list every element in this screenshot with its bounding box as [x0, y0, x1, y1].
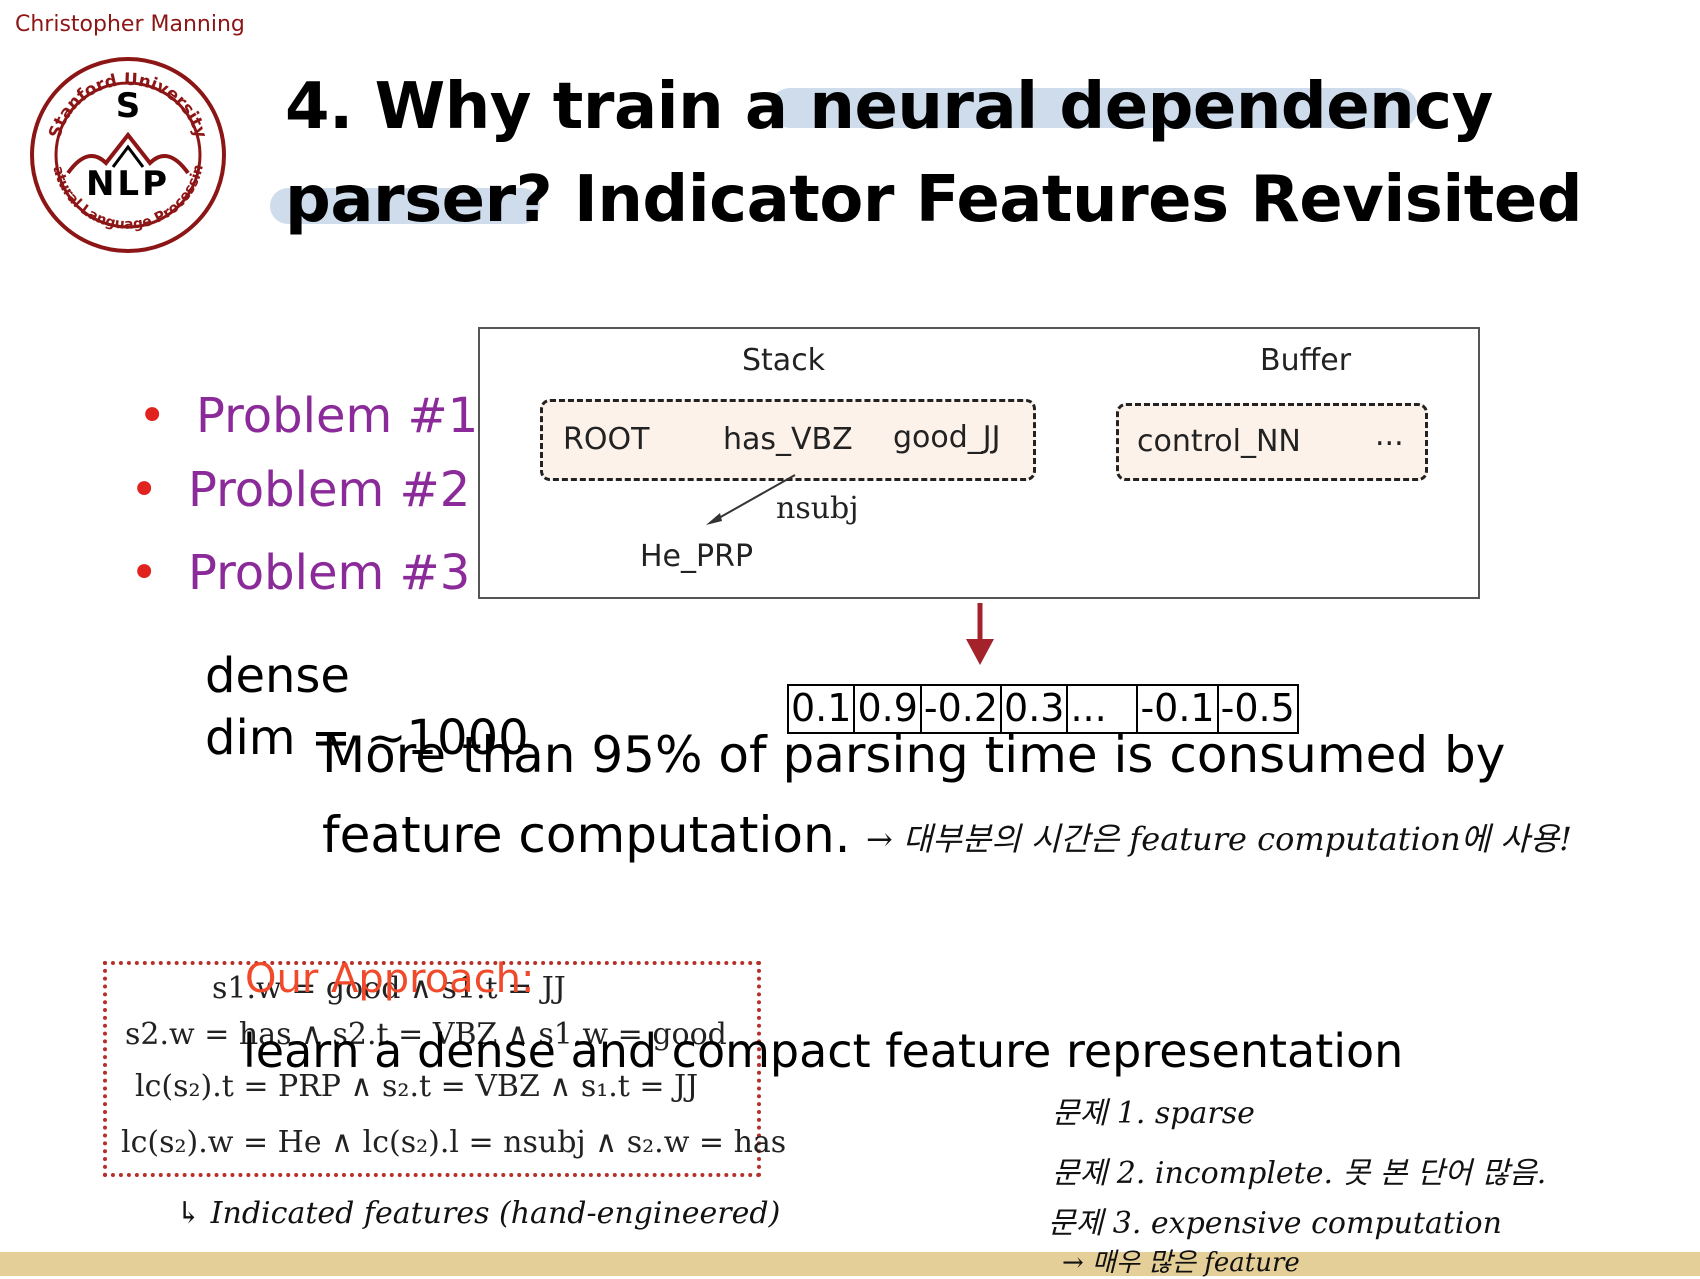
parser-configuration-figure: Stack Buffer ROOT has_VBZ good_JJ contro…: [478, 327, 1480, 599]
vector-cell: 0.1: [789, 686, 856, 732]
footer-band: [0, 1252, 1700, 1276]
logo-initials: NLP: [86, 164, 170, 204]
dense-label: dense: [205, 648, 350, 704]
vector-cell: -0.5: [1220, 686, 1295, 730]
handwritten-problem-3: 문제 3. expensive computation: [1048, 1206, 1502, 1241]
logo-seal-icon: Stanford University Natural Language Pro…: [22, 43, 226, 253]
author-name: Christopher Manning: [15, 12, 245, 37]
stack-token: ROOT: [563, 422, 650, 457]
dense-dim-label: dim = ~1000: [205, 710, 529, 766]
bullet-dot-icon: •: [130, 545, 159, 601]
stanford-nlp-logo: Stanford University Natural Language Pro…: [22, 43, 228, 255]
feature-line: s2.w = has ∧ s2.t = VBZ ∧ s1.w = good: [125, 1017, 727, 1052]
slide-title-line-1: 4. Why train a neural dependency: [285, 70, 1493, 144]
main-text-line-2: feature computation.: [322, 806, 851, 864]
buffer-box: control_NN ...: [1116, 403, 1428, 481]
bullet-label: Problem #2: [188, 462, 471, 518]
bullet-dot-icon: •: [130, 462, 159, 518]
approach-text: learn a dense and compact feature repres…: [243, 1024, 1404, 1078]
arc-label: nsubj: [776, 491, 859, 526]
title-highlight-1: [770, 88, 1418, 128]
stack-token: has_VBZ: [723, 422, 853, 457]
vector-cell: 0.3: [1002, 686, 1069, 732]
bullet-label: Problem #1: [196, 388, 479, 444]
main-text-line-1: More than 95% of parsing time is consume…: [322, 726, 1506, 784]
vector-cell: 0.9: [855, 686, 922, 732]
indicator-features-box: s1.w = good ∧ s1.t = JJ s2.w = has ∧ s2.…: [103, 961, 786, 1177]
buffer-label: Buffer: [1260, 343, 1352, 378]
bullet-dot-icon: •: [138, 388, 167, 444]
down-arrow-icon: [966, 603, 994, 665]
handwritten-note-features: ↳ Indicated features (hand-engineered): [176, 1196, 781, 1231]
logo-letter: S: [116, 86, 141, 126]
feature-line: s1.w = good ∧ s1.t = JJ: [212, 971, 566, 1006]
vector-cell: -0.2: [922, 686, 1003, 732]
dependent-token: He_PRP: [640, 539, 754, 574]
bullet-problem-1: • Problem #1: [138, 388, 478, 444]
handwritten-problem-3-note: → 매우 많은 feature: [1062, 1248, 1300, 1278]
title-highlight-2: [270, 188, 540, 224]
bullet-problem-3: • Problem #3: [130, 545, 470, 601]
approach-title: Our Approach:: [245, 956, 535, 1002]
handwritten-note-top: → 대부분의 시간은 feature computation에 사용!: [866, 820, 1573, 858]
slide-title-line-2: parser? Indicator Features Revisited: [285, 163, 1583, 237]
handwritten-problem-1: 문제 1. sparse: [1052, 1096, 1255, 1131]
dependency-arc-icon: [706, 474, 796, 525]
vector-cell: -0.1: [1138, 686, 1219, 732]
feature-line: lc(s₂).w = He ∧ lc(s₂).l = nsubj ∧ s₂.w …: [121, 1125, 787, 1160]
stack-label: Stack: [742, 343, 826, 378]
feature-line: lc(s₂).t = PRP ∧ s₂.t = VBZ ∧ s₁.t = JJ: [135, 1069, 699, 1104]
handwritten-problem-2: 문제 2. incomplete. 못 본 단어 많음.: [1052, 1156, 1547, 1191]
buffer-token: ...: [1375, 418, 1404, 453]
stack-token: good_JJ: [893, 420, 1001, 455]
bullet-label: Problem #3: [188, 545, 471, 601]
bullet-problem-2: • Problem #2: [130, 462, 470, 518]
embedding-vector: 0.1 0.9 -0.2 0.3 ... -0.1 -0.5: [787, 684, 1299, 734]
buffer-token: control_NN: [1137, 424, 1301, 459]
vector-cell: ...: [1068, 686, 1139, 732]
